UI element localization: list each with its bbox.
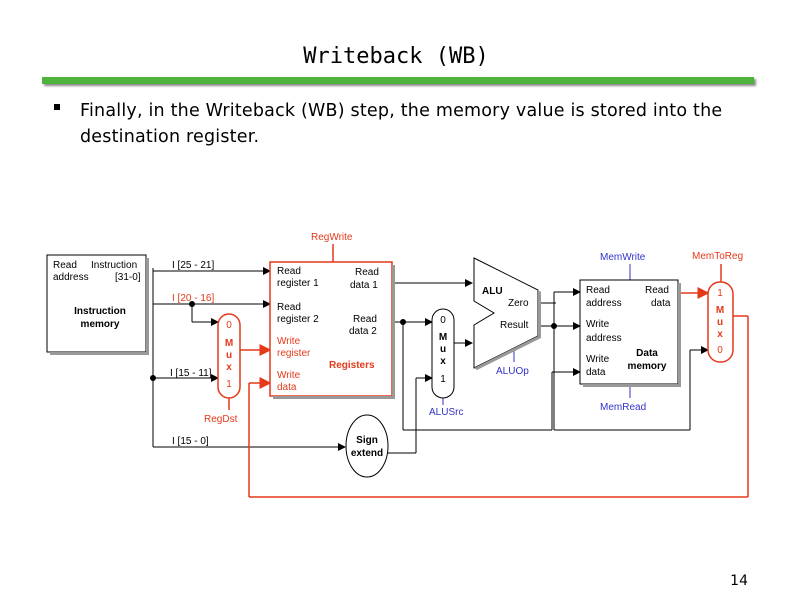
regdst-label: RegDst (204, 414, 238, 425)
regwrite-label: RegWrite (311, 232, 353, 243)
svg-text:register: register (277, 348, 311, 359)
datapath-wires (152, 267, 709, 454)
svg-text:Write: Write (586, 319, 610, 330)
wire-junctions (150, 301, 557, 381)
svg-text:data: data (651, 298, 671, 309)
svg-text:M: M (716, 305, 724, 316)
svg-text:ALU: ALU (482, 286, 503, 297)
svg-text:register 2: register 2 (277, 314, 319, 325)
data-memory: Read address Write address Write data Re… (579, 279, 681, 387)
alu: ALU Zero Result (473, 257, 541, 370)
title-rule (42, 77, 754, 84)
instruction-memory: Read address Instruction [31-0] Instruct… (46, 254, 149, 355)
svg-text:memory: memory (628, 361, 667, 372)
page-number: 14 (730, 573, 748, 589)
alusrc-label: ALUSrc (429, 407, 463, 418)
svg-text:M: M (439, 332, 447, 343)
im-read-label-1: Read (53, 260, 77, 271)
bullet-text: Finally, in the Writeback (WB) step, the… (80, 101, 723, 147)
svg-text:Read: Read (355, 267, 379, 278)
svg-text:data 2: data 2 (349, 326, 377, 337)
im-instruction-label-1: Instruction (91, 260, 137, 271)
svg-text:address: address (586, 298, 622, 309)
svg-text:register 1: register 1 (277, 278, 319, 289)
svg-text:u: u (717, 317, 723, 328)
aluop-label: ALUOp (496, 366, 529, 377)
svg-text:extend: extend (351, 448, 383, 459)
svg-text:0: 0 (717, 345, 723, 356)
svg-text:1: 1 (440, 374, 446, 385)
svg-text:u: u (226, 350, 232, 361)
svg-text:Read: Read (645, 285, 669, 296)
svg-text:data: data (277, 382, 297, 393)
memtoreg-mux: 1 M u x 0 (707, 281, 734, 363)
svg-text:0: 0 (226, 320, 232, 331)
svg-text:M: M (225, 338, 233, 349)
im-instruction-label-2: [31-0] (115, 272, 141, 283)
im-title-1: Instruction (74, 306, 126, 317)
svg-text:Write: Write (277, 370, 301, 381)
memread-label: MemRead (600, 402, 646, 413)
svg-text:1: 1 (717, 288, 723, 299)
alusrc-mux: 0 M u x 1 (431, 308, 455, 399)
im-title-2: memory (81, 319, 120, 330)
memtoreg-label: MemToReg (692, 251, 743, 262)
field-imm: I [15 - 0] (172, 436, 209, 447)
memwrite-label: MemWrite (600, 252, 646, 263)
field-rd: I [15 - 11] (170, 368, 212, 379)
field-rs: I [25 - 21] (172, 260, 214, 271)
svg-text:data 1: data 1 (350, 280, 378, 291)
svg-text:Read: Read (353, 314, 377, 325)
svg-text:Read: Read (277, 302, 301, 313)
svg-text:Write: Write (586, 354, 610, 365)
svg-text:Result: Result (500, 320, 529, 331)
svg-text:Write: Write (277, 336, 301, 347)
svg-text:Read: Read (277, 266, 301, 277)
svg-text:Data: Data (636, 348, 658, 359)
svg-text:0: 0 (440, 315, 446, 326)
svg-text:1: 1 (226, 379, 232, 390)
register-file: Read register 1 Read register 2 Write re… (269, 261, 395, 399)
svg-text:x: x (440, 356, 446, 367)
svg-text:Registers: Registers (329, 360, 375, 371)
svg-text:Read: Read (586, 285, 610, 296)
svg-text:x: x (717, 329, 723, 340)
field-rt: I [20 - 16] (172, 293, 214, 304)
svg-text:u: u (440, 344, 446, 355)
svg-text:data: data (586, 367, 606, 378)
bullet-marker (54, 104, 60, 110)
svg-text:x: x (226, 362, 232, 373)
writeback-path (228, 244, 749, 498)
svg-text:Sign: Sign (356, 435, 378, 446)
svg-text:address: address (586, 333, 622, 344)
im-read-label-2: address (53, 272, 89, 283)
slide-title: Writeback (WB) (303, 44, 489, 69)
sign-extend-unit: Sign extend (345, 414, 389, 478)
svg-text:Zero: Zero (508, 298, 529, 309)
regdst-mux: 0 M u x 1 (217, 313, 241, 399)
